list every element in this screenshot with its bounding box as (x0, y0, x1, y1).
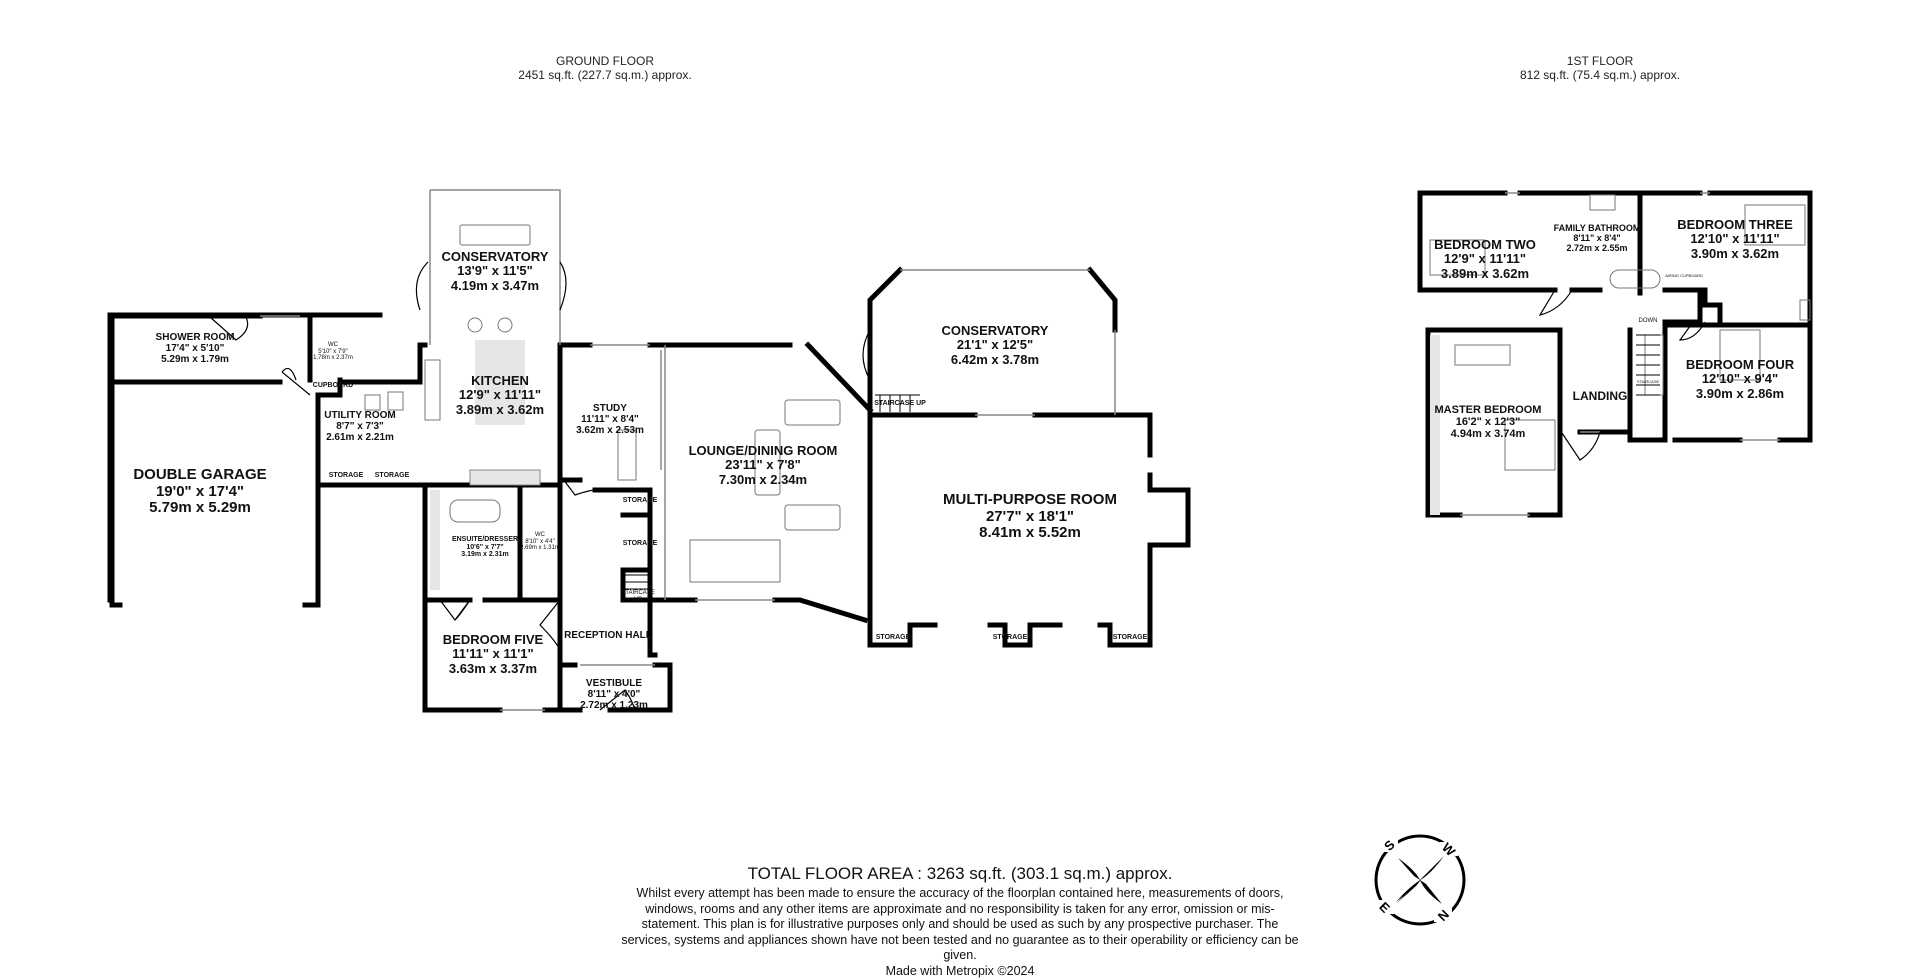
room-label-utility-room: UTILITY ROOM 8'7" x 7'3" 2.61m x 2.21m (324, 410, 395, 443)
room-label-conservatory-small: CONSERVATORY 13'9" x 11'5" 4.19m x 3.47m (442, 250, 549, 293)
room-label-bedroom-two: BEDROOM TWO 12'9" x 11'11" 3.89m x 3.62m (1434, 238, 1536, 281)
room-label-storage-5: STORAGE (876, 634, 911, 642)
room-label-staircase-first: STAIRCASE (1637, 380, 1659, 384)
room-label-airing-cupboard: AIRING CUPBOARD (1665, 274, 1703, 278)
room-label-storage-4: STORAGE (623, 540, 658, 548)
room-label-ensuite-dresser: ENSUITE/DRESSER 10'6" x 7'7" 3.19m x 2.3… (452, 536, 518, 559)
room-label-lounge-dining: LOUNGE/DINING ROOM 23'11" x 7'8" 7.30m x… (689, 444, 838, 487)
room-label-staircase-1: STAIRCASE UP (621, 590, 655, 603)
room-label-bedroom-three: BEDROOM THREE 12'10" x 11'11" 3.90m x 3.… (1677, 218, 1793, 261)
room-label-multi-purpose-room: MULTI-PURPOSE ROOM 27'7" x 18'1" 8.41m x… (943, 492, 1117, 542)
room-label-storage-2: STORAGE (375, 472, 410, 480)
credit-text: Made with Metropix ©2024 (620, 964, 1300, 979)
room-label-storage-1: STORAGE (329, 472, 364, 480)
compass-icon: S W N E (1370, 830, 1470, 930)
room-label-conservatory-large: CONSERVATORY 21'1" x 12'5" 6.42m x 3.78m (942, 324, 1049, 367)
room-label-landing: LANDING (1573, 390, 1628, 403)
landing-down-note: DOWN (1639, 318, 1658, 325)
room-label-storage-3: STORAGE (623, 497, 658, 505)
room-label-bedroom-four: BEDROOM FOUR 12'10" x 9'4" 3.90m x 2.86m (1686, 358, 1794, 401)
room-label-double-garage: DOUBLE GARAGE 19'0" x 17'4" 5.79m x 5.29… (133, 467, 266, 517)
footer: TOTAL FLOOR AREA : 3263 sq.ft. (303.1 sq… (620, 864, 1300, 979)
room-label-shower-room: SHOWER ROOM 17'4" x 5'10" 5.29m x 1.79m (156, 332, 235, 365)
room-label-reception-hall: RECEPTION HALL (564, 630, 652, 641)
room-label-vestibule: VESTIBULE 8'11" x 4'0" 2.72m x 1.23m (580, 678, 648, 711)
room-label-storage-6: STORAGE (993, 634, 1028, 642)
room-label-wc-2: WC 8'10" x 4'4" 2.69m x 1.31m (520, 532, 560, 552)
room-label-wc-1: WC 5'10" x 7'9" 1.78m x 2.37m (313, 342, 353, 362)
room-label-storage-7: STORAGE (1113, 634, 1148, 642)
disclaimer-text: Whilst every attempt has been made to en… (620, 886, 1300, 964)
room-label-family-bathroom: FAMILY BATHROOM 8'11" x 8'4" 2.72m x 2.5… (1554, 224, 1641, 254)
room-label-study: STUDY 11'11" x 8'4" 3.62m x 2.53m (576, 403, 644, 436)
room-label-cupboard: CUPBOARD (313, 382, 353, 390)
room-label-staircase-2: STAIRCASE UP (874, 400, 926, 408)
total-floor-area: TOTAL FLOOR AREA : 3263 sq.ft. (303.1 sq… (620, 864, 1300, 884)
room-label-master-bedroom: MASTER BEDROOM 16'2" x 12'3" 4.94m x 3.7… (1435, 404, 1542, 440)
room-label-kitchen: KITCHEN 12'9" x 11'11" 3.89m x 3.62m (456, 374, 544, 417)
room-label-bedroom-five: BEDROOM FIVE 11'11" x 11'1" 3.63m x 3.37… (443, 633, 543, 676)
